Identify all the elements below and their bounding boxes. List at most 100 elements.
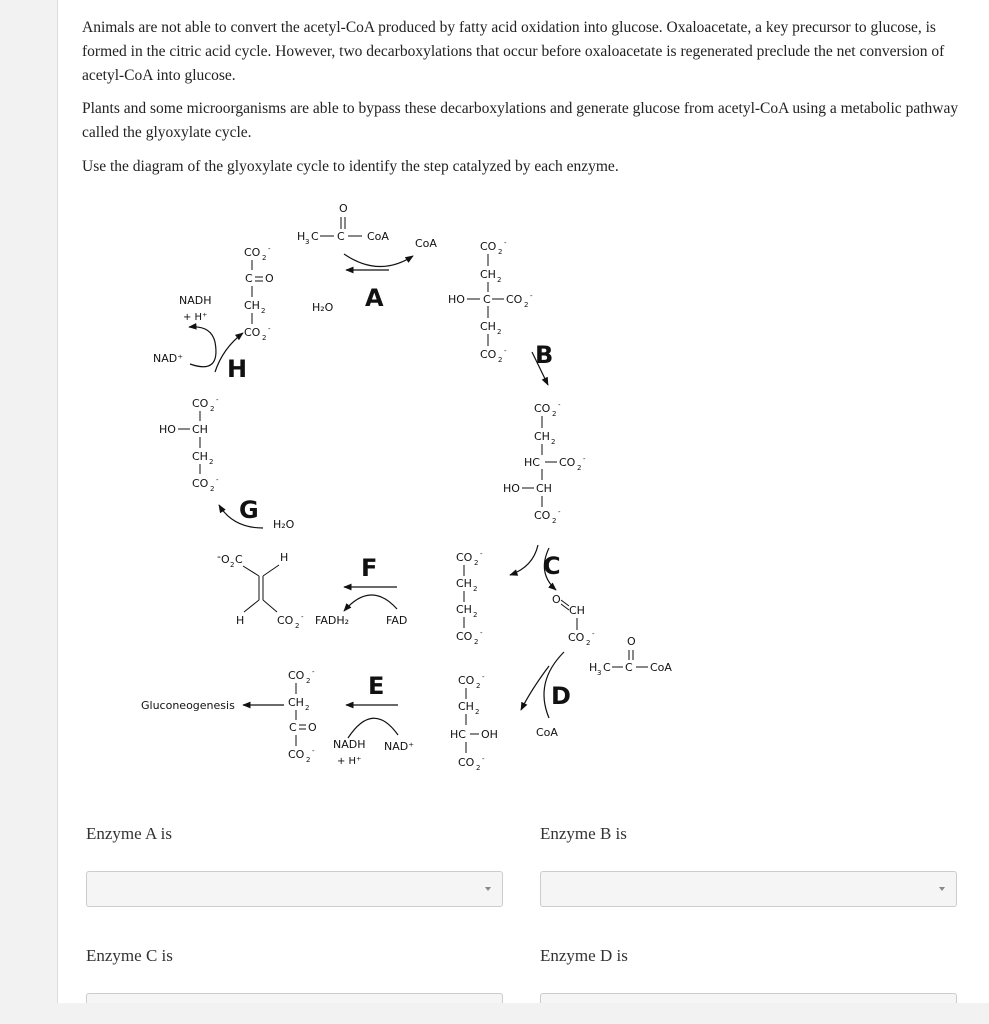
svg-text:CO: CO <box>480 348 497 361</box>
svg-text:CO: CO <box>458 756 475 769</box>
svg-text:2: 2 <box>476 682 480 690</box>
step-h-main-arrow <box>214 332 244 373</box>
svg-text:OH: OH <box>481 728 498 741</box>
svg-text:CO: CO <box>192 397 209 410</box>
svg-text:3: 3 <box>597 669 601 677</box>
svg-text:C: C <box>311 230 319 243</box>
chevron-down-icon <box>485 887 491 891</box>
svg-text:-: - <box>482 673 485 681</box>
intro-paragraph-3: Use the diagram of the glyoxylate cycle … <box>82 158 619 175</box>
nadh-e-label: NADH <box>333 738 366 751</box>
svg-text:H: H <box>280 551 288 564</box>
svg-text:C: C <box>483 293 491 306</box>
step-c-succinate-arrow <box>509 544 539 576</box>
step-f-label: F <box>361 554 377 582</box>
svg-text:-: - <box>482 755 485 763</box>
svg-text:CH: CH <box>569 604 585 617</box>
svg-text:2: 2 <box>261 307 265 315</box>
svg-text:2: 2 <box>474 559 478 567</box>
svg-text:CoA: CoA <box>650 661 672 674</box>
svg-text:CH: CH <box>192 423 208 436</box>
svg-text:-: - <box>268 325 271 333</box>
step-h-label: H <box>227 355 247 383</box>
svg-text:2: 2 <box>474 638 478 646</box>
svg-text:CO: CO <box>458 674 475 687</box>
enzyme-c-select[interactable] <box>86 993 503 1003</box>
svg-text:CO: CO <box>288 669 305 682</box>
svg-text:2: 2 <box>210 405 214 413</box>
svg-text:CH: CH <box>244 299 260 312</box>
svg-text:H: H <box>589 661 597 674</box>
svg-text:CH: CH <box>536 482 552 495</box>
svg-text:2: 2 <box>552 410 556 418</box>
svg-text:CO: CO <box>534 509 551 522</box>
svg-text:C: C <box>603 661 611 674</box>
svg-text:C: C <box>235 553 243 566</box>
svg-text:HC: HC <box>450 728 466 741</box>
enzyme-b-select[interactable] <box>540 871 957 907</box>
step-h-cofactor-arrow <box>188 322 217 368</box>
svg-text:O: O <box>627 635 636 648</box>
page-background-strip <box>0 0 57 1024</box>
enzyme-a-select[interactable] <box>86 871 503 907</box>
svg-text:2: 2 <box>473 611 477 619</box>
fadh2-label: FADH₂ <box>315 614 349 627</box>
svg-text:CO: CO <box>559 456 576 469</box>
svg-text:2: 2 <box>209 458 213 466</box>
svg-text:CH: CH <box>456 603 472 616</box>
svg-text:C: C <box>289 721 297 734</box>
step-b-label: B <box>535 341 553 369</box>
svg-text:-: - <box>216 396 219 404</box>
svg-text:2: 2 <box>262 254 266 262</box>
svg-text:O: O <box>552 593 561 606</box>
svg-text:2: 2 <box>295 622 299 630</box>
svg-text:CH: CH <box>456 577 472 590</box>
step-e-label: E <box>368 672 384 700</box>
svg-text:-: - <box>216 476 219 484</box>
svg-text:-: - <box>301 613 304 621</box>
svg-text:O: O <box>265 272 274 285</box>
svg-text:HO: HO <box>159 423 176 436</box>
svg-text:2: 2 <box>306 677 310 685</box>
step-b-arrow <box>531 351 549 386</box>
svg-text:-: - <box>480 550 483 558</box>
svg-text:O: O <box>221 553 230 566</box>
svg-text:CO: CO <box>506 293 523 306</box>
enzyme-d-select[interactable] <box>540 993 957 1003</box>
question-card: Animals are not able to convert the acet… <box>57 0 989 1003</box>
svg-text:2: 2 <box>552 517 556 525</box>
svg-text:O: O <box>339 202 348 215</box>
svg-text:CH: CH <box>480 320 496 333</box>
step-g-arrow <box>218 504 264 529</box>
step-g-label: G <box>239 496 259 524</box>
svg-text:2: 2 <box>586 639 590 647</box>
enzyme-b-label: Enzyme B is <box>540 824 627 843</box>
svg-text:CH: CH <box>534 430 550 443</box>
intro-paragraph-1: Animals are not able to convert the acet… <box>82 19 945 84</box>
svg-text:-: - <box>558 401 561 409</box>
svg-text:-: - <box>504 347 507 355</box>
svg-text:CO: CO <box>244 326 261 339</box>
fad-label: FAD <box>386 614 407 627</box>
svg-text:CO: CO <box>456 551 473 564</box>
svg-text:CoA: CoA <box>367 230 389 243</box>
svg-text:H: H <box>236 614 244 627</box>
gluconeogenesis-label: Gluconeogenesis <box>141 699 235 712</box>
svg-text:CH: CH <box>458 700 474 713</box>
h-plus-h-label: + H⁺ <box>183 312 207 323</box>
nad-e-label: NAD⁺ <box>384 740 414 753</box>
svg-text:O: O <box>308 721 317 734</box>
svg-text:CO: CO <box>480 240 497 253</box>
svg-text:2: 2 <box>210 485 214 493</box>
svg-text:CO: CO <box>244 246 261 259</box>
svg-text:-: - <box>312 668 315 676</box>
svg-text:2: 2 <box>230 561 234 569</box>
